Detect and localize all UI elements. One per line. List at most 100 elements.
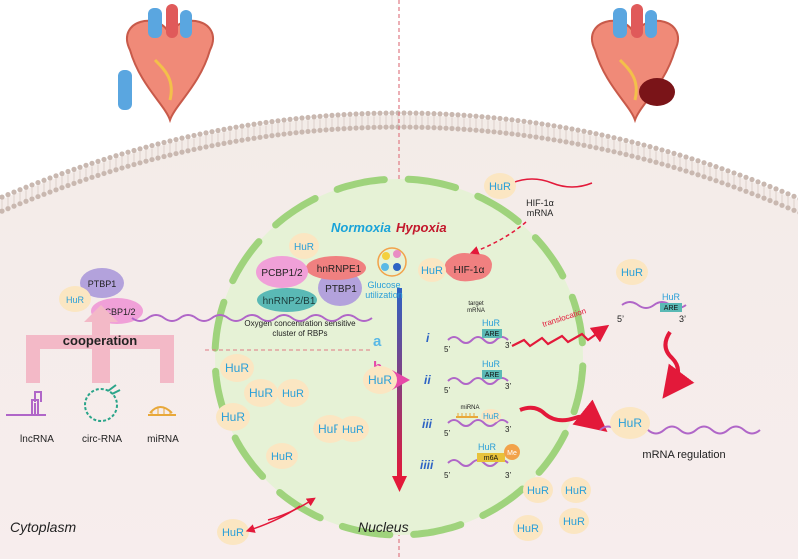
hypoxia-arrow-head: [392, 476, 407, 492]
pcbp12-label: PCBP1/2: [261, 268, 303, 279]
hur-protein-label: HuR: [527, 485, 549, 497]
hur-tag-iiii: HuR: [478, 442, 497, 452]
mirna-icon: [148, 406, 176, 416]
five-prime-iii: 5’: [444, 429, 450, 438]
three-prime-iiii: 3’: [505, 471, 511, 480]
five-prime-i: 5’: [444, 345, 450, 354]
glucose-label-1: Glucose: [367, 280, 400, 290]
hif-protein-shape: [444, 253, 492, 282]
three-prime-i: 3’: [505, 341, 511, 350]
hnrnp2b1-label: hnRNP2/B1: [263, 296, 316, 307]
cell-membrane: [0, 110, 798, 215]
hur-tag-ii: HuR: [482, 359, 501, 369]
target-mrna-label-2: mRNA: [467, 308, 485, 314]
mirna-small-label: miRNA: [461, 405, 480, 411]
healthy-heart-icon: [118, 4, 214, 124]
shuttle-arrow-in: [267, 497, 316, 521]
translocation-arrow: [511, 324, 610, 348]
cooperation-label: cooperation: [63, 333, 137, 348]
rbp-cluster: hnRNP2/B1 PTBP1 hnRNPE1 PCBP1/2 HuR: [256, 233, 366, 312]
nucleus-label: Nucleus: [358, 519, 409, 535]
roman-i: i: [426, 331, 430, 345]
hur-protein-shape: [363, 366, 397, 394]
hur-cyto-label: HuR: [66, 295, 85, 305]
step-a-label: a: [373, 333, 382, 350]
hur-protein-label: HuR: [565, 485, 587, 497]
nuclear-envelope: [211, 175, 587, 539]
cytoplasm-target-rna: [131, 314, 373, 322]
hur-protein-label: HuR: [621, 267, 643, 279]
are-tag-i: ARE: [485, 331, 500, 338]
hur-protein-shape: [266, 443, 298, 469]
hur-protein-label: HuR: [221, 410, 245, 424]
hif-mrna-label-1: HIF-1α: [526, 198, 554, 208]
hur-tag-i: HuR: [482, 318, 501, 328]
ptbp1-cyto-label: PTBP1: [88, 279, 117, 289]
five-prime-cyto: 5’: [617, 314, 624, 324]
normoxia-label: Normoxia: [331, 220, 391, 235]
hur-protein-shape: [337, 416, 369, 442]
hur-label: HuR: [294, 242, 314, 253]
cytoplasm-mrna-are: ARE HuR 5’ 3’: [617, 292, 687, 324]
mrna-row-iii: miRNA HuR 5’ 3’: [444, 405, 511, 438]
three-prime-iii: 3’: [505, 425, 511, 434]
hur-protein-shape: [559, 508, 589, 534]
are-tag-ii: ARE: [485, 372, 500, 379]
hur-protein-shape: [523, 477, 553, 503]
are-tag-cyto: ARE: [664, 305, 679, 312]
me-tag: Me: [507, 450, 517, 457]
mrna-row-iiii: m6A Me HuR 5’ 3’: [444, 442, 520, 480]
hif-protein-label: HIF-1α: [454, 265, 485, 276]
five-prime-iiii: 5’: [444, 471, 450, 480]
hur-protein-label: HuR: [282, 388, 304, 400]
hur-protein-label: HuR: [489, 181, 511, 193]
oxygen-cluster-caption-1: Oxygen concentration sensitive: [244, 319, 356, 328]
ptbp1-cyto-shape: [80, 268, 124, 298]
lncrna-icon: [6, 391, 46, 416]
hur-protein-shape: [561, 477, 591, 503]
hur-protein-shape: [216, 403, 250, 431]
hif-mrna-strand: [511, 178, 593, 188]
regulation-down-arrow: [662, 330, 695, 399]
mrna-regulation-label: mRNA regulation: [642, 449, 725, 461]
hur-protein-label: HuR: [222, 527, 244, 539]
hur-protein-label: HuR: [318, 422, 342, 436]
circrna-label: circ-RNA: [82, 434, 122, 445]
hur-protein-label: HuR: [421, 265, 443, 277]
roman-iiii: iiii: [420, 458, 434, 472]
hur-protein-shape: [418, 258, 446, 282]
hypoxia-label: Hypoxia: [396, 220, 447, 235]
hur-protein-label: HuR: [249, 386, 273, 400]
circrna-icon: [84, 384, 121, 422]
hur-tag-cyto: HuR: [662, 292, 681, 302]
hur-protein-shape: [217, 519, 249, 545]
mrna-row-ii: ARE HuR 5’ 3’: [444, 359, 511, 395]
infarcted-heart-icon: [591, 4, 679, 124]
glucose-label-2: utilization: [365, 290, 403, 300]
mirna-label: miRNA: [147, 434, 179, 445]
hur-protein-label: HuR: [225, 361, 249, 375]
roman-ii: ii: [424, 373, 431, 387]
hur-protein-shape: [220, 354, 254, 382]
ptbp1-label: PTBP1: [325, 284, 357, 295]
target-mrna-label-1: target: [468, 301, 484, 307]
hur-protein-label: HuR: [342, 424, 364, 436]
hur-cyto-shape: [59, 286, 91, 312]
five-prime-ii: 5’: [444, 386, 450, 395]
roman-iii: iii: [422, 417, 433, 431]
cytoplasm-label: Cytoplasm: [10, 519, 76, 535]
hur-protein-shape: [313, 415, 347, 443]
hur-tag-iii: HuR: [483, 412, 499, 421]
cooperation-arrow: [26, 305, 174, 383]
hif-translation-arrow: [469, 221, 527, 255]
m6a-tag: m6A: [484, 455, 499, 462]
oxygen-cluster-caption-2: cluster of RBPs: [272, 329, 327, 338]
nucleus-export-arrow: [519, 399, 608, 432]
lncrna-label: lncRNA: [20, 434, 54, 445]
hnrnpe1-label: hnRNPE1: [317, 264, 362, 275]
hur-protein-shape: [616, 259, 648, 285]
hur-protein-label: HuR: [271, 451, 293, 463]
hur-protein-label: HuR: [563, 516, 585, 528]
